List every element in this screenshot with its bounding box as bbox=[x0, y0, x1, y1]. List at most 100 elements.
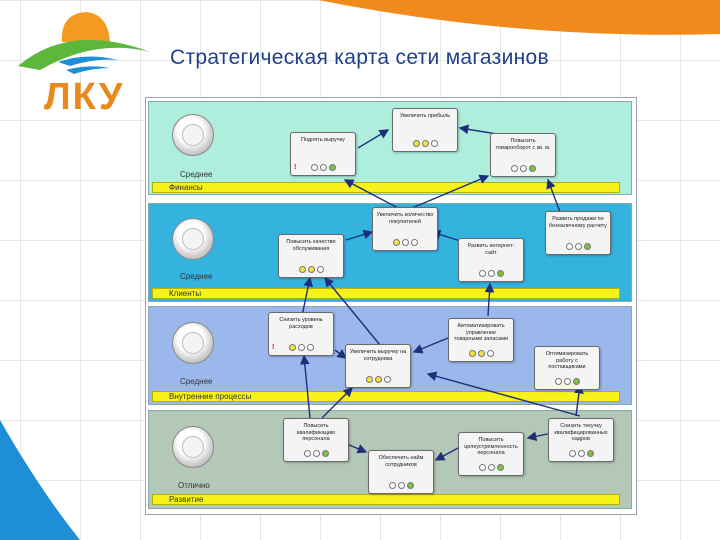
status-light-icon bbox=[321, 450, 329, 457]
strategy-node[interactable]: Развить интернет-сайт bbox=[458, 238, 524, 282]
strategy-node[interactable]: Повысить квалификацию персонала bbox=[283, 418, 349, 462]
status-light-icon bbox=[478, 270, 486, 277]
status-light-icon bbox=[319, 164, 327, 171]
node-label: Обеспечить найм сотрудников bbox=[378, 455, 424, 468]
strategy-node[interactable]: Поднять выручку! bbox=[290, 132, 356, 176]
status-light-icon bbox=[572, 378, 580, 385]
arrow bbox=[321, 387, 353, 419]
status-light-icon bbox=[388, 482, 396, 489]
strategy-node[interactable]: Увеличить выручку на сотрудника bbox=[345, 344, 411, 388]
status-light-icon bbox=[496, 270, 504, 277]
status-light-icon bbox=[510, 165, 518, 172]
status-light-icon bbox=[303, 450, 311, 457]
node-label: Оптимизировать работу с поставщиками bbox=[545, 351, 589, 370]
band-label-processes: Внутренние процессы bbox=[152, 391, 620, 402]
arrow bbox=[345, 229, 374, 241]
status-light-icon bbox=[477, 350, 485, 357]
logo-graphic bbox=[18, 0, 720, 74]
arrow bbox=[357, 129, 390, 149]
arrow bbox=[299, 354, 311, 419]
orange-arc bbox=[318, 0, 720, 35]
node-label: Повысить качество обслуживания bbox=[286, 239, 336, 252]
status-light-icon bbox=[583, 243, 591, 250]
status-light-icon bbox=[406, 482, 414, 489]
node-label: Повысить целеустремленность персонала bbox=[464, 437, 518, 456]
arrow bbox=[412, 337, 449, 354]
status-light-icon bbox=[586, 450, 594, 457]
status-lights bbox=[346, 376, 410, 384]
strategy-node[interactable]: Снизить уровень расходов! bbox=[268, 312, 334, 356]
arrow bbox=[324, 276, 381, 346]
gauge-icon bbox=[172, 426, 214, 468]
arrow bbox=[484, 282, 495, 317]
band-label-customers: Клиенты bbox=[152, 288, 620, 299]
gauge-label-processes: Среднее bbox=[180, 377, 213, 386]
status-light-icon bbox=[519, 165, 527, 172]
status-lights bbox=[284, 450, 348, 458]
arrow bbox=[574, 383, 584, 417]
status-lights bbox=[373, 239, 437, 247]
strategy-node[interactable]: Автоматизировать управление товарными за… bbox=[448, 318, 514, 362]
status-light-icon bbox=[328, 164, 336, 171]
sun-shape bbox=[61, 12, 110, 42]
status-light-icon bbox=[316, 266, 324, 273]
node-label: Развить продажи по безналичному расчету bbox=[549, 216, 607, 229]
status-light-icon bbox=[554, 378, 562, 385]
node-label: Снизить текучку квалифицированных кадров bbox=[554, 423, 608, 442]
strategy-node[interactable]: Повысить товарооборот с кв. м. bbox=[490, 133, 556, 177]
gauge-icon bbox=[172, 322, 214, 364]
status-lights bbox=[549, 450, 613, 458]
strategy-node[interactable]: Обеспечить найм сотрудников bbox=[368, 450, 434, 494]
status-light-icon bbox=[312, 450, 320, 457]
gauge-icon bbox=[172, 218, 214, 260]
arrow bbox=[411, 174, 490, 209]
status-light-icon bbox=[365, 376, 373, 383]
corner-decoration bbox=[0, 420, 80, 540]
strategy-node[interactable]: Увеличить прибыль bbox=[392, 108, 458, 152]
status-light-icon bbox=[563, 378, 571, 385]
arrow bbox=[434, 447, 459, 461]
strategy-node[interactable]: Увеличить количество покупателей bbox=[372, 207, 438, 251]
status-light-icon bbox=[412, 140, 420, 147]
alert-icon: ! bbox=[272, 344, 275, 351]
band-label-development: Развитие bbox=[152, 494, 620, 505]
status-lights bbox=[535, 378, 599, 386]
status-lights bbox=[449, 350, 513, 358]
strategy-node[interactable]: Повысить целеустремленность персонала bbox=[458, 432, 524, 476]
green-swoosh bbox=[18, 39, 150, 70]
node-label: Увеличить прибыль bbox=[399, 113, 451, 119]
status-light-icon bbox=[496, 464, 504, 471]
status-lights bbox=[269, 344, 333, 352]
arrow bbox=[334, 349, 348, 359]
status-light-icon bbox=[392, 239, 400, 246]
logo-text: ЛКУ bbox=[44, 76, 125, 118]
status-light-icon bbox=[298, 266, 306, 273]
status-light-icon bbox=[397, 482, 405, 489]
strategy-node[interactable]: Оптимизировать работу с поставщиками bbox=[534, 346, 600, 390]
status-lights bbox=[279, 266, 343, 274]
status-lights bbox=[546, 243, 610, 251]
strategy-node[interactable]: Развить продажи по безналичному расчету bbox=[545, 211, 611, 255]
status-light-icon bbox=[486, 350, 494, 357]
arrow bbox=[546, 178, 561, 213]
node-label: Развить интернет-сайт bbox=[467, 243, 515, 256]
node-label: Снизить уровень расходов bbox=[279, 317, 323, 330]
blue-wave-2 bbox=[66, 66, 110, 74]
strategy-node[interactable]: Повысить качество обслуживания bbox=[278, 234, 344, 278]
status-light-icon bbox=[401, 239, 409, 246]
status-light-icon bbox=[468, 350, 476, 357]
status-light-icon bbox=[288, 344, 296, 351]
band-label-finance: Финансы bbox=[152, 182, 620, 193]
status-light-icon bbox=[478, 464, 486, 471]
gauge-icon bbox=[172, 114, 214, 156]
node-label: Повысить квалификацию персонала bbox=[296, 423, 336, 442]
blue-wave bbox=[58, 56, 118, 66]
gauge-label-development: Отлично bbox=[178, 481, 210, 490]
alert-icon: ! bbox=[294, 164, 297, 171]
status-lights bbox=[291, 164, 355, 172]
status-light-icon bbox=[568, 450, 576, 457]
status-light-icon bbox=[565, 243, 573, 250]
strategy-node[interactable]: Снизить текучку квалифицированных кадров bbox=[548, 418, 614, 462]
status-light-icon bbox=[574, 243, 582, 250]
